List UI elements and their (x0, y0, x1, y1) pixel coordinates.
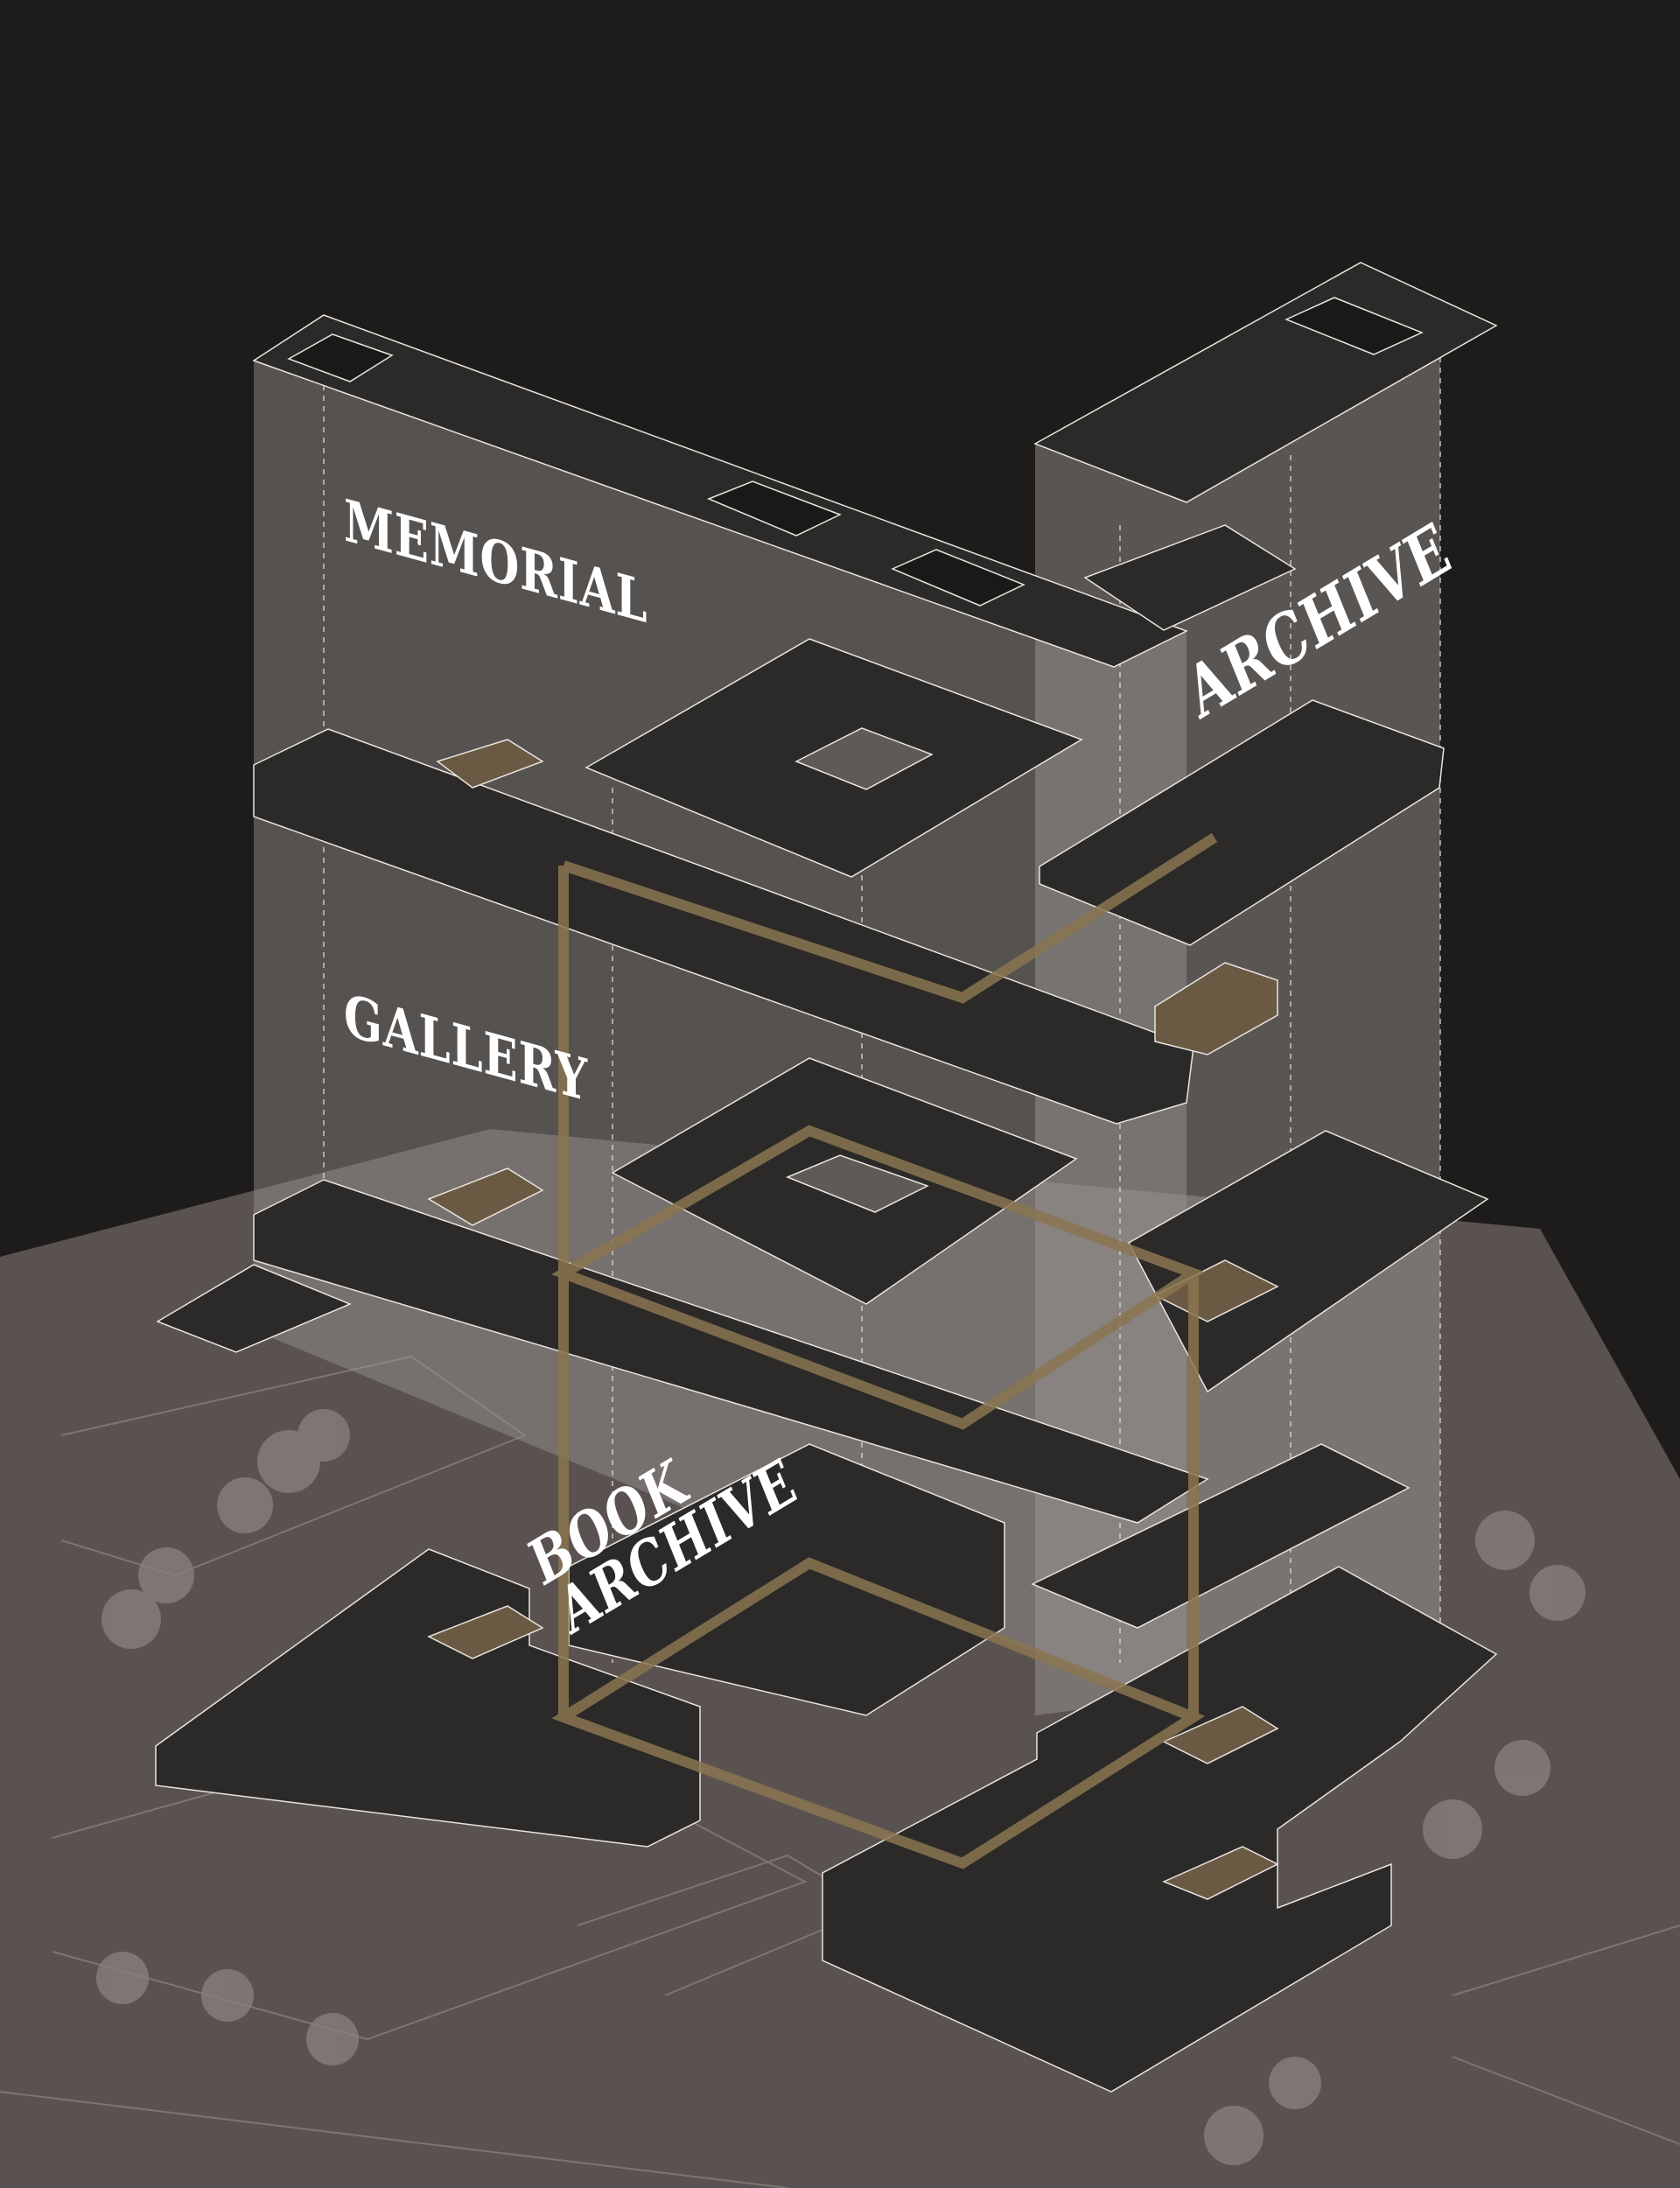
circulation-path (551, 832, 1218, 1869)
roof-level (252, 262, 1498, 668)
site-trees (96, 1409, 1586, 2165)
memorial-gallery-tower-glass (254, 315, 1186, 1715)
gallery-level (156, 1057, 1489, 1629)
